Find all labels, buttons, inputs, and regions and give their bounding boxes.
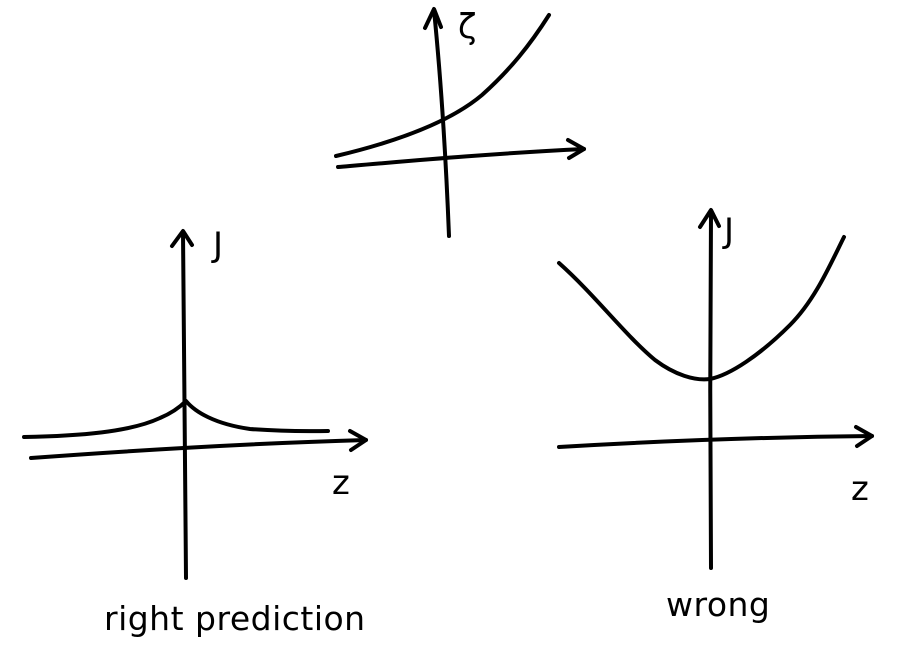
left-panel-curve (22, 399, 330, 439)
right-panel: J z wrong (557, 208, 874, 624)
top-panel: ζ (334, 7, 586, 238)
top-panel-y-axis-arrowhead (423, 7, 443, 30)
left-panel: J z right prediction (22, 225, 368, 638)
right-panel-x-axis (557, 434, 874, 449)
left-panel-x-axis (29, 438, 368, 460)
left-panel-x-axis-arrowhead (348, 429, 368, 452)
left-panel-y-axis-label: J (211, 225, 223, 265)
right-panel-y-axis-label: J (722, 211, 734, 251)
top-panel-curve (334, 13, 551, 158)
right-panel-y-axis-arrowhead (698, 208, 721, 229)
left-panel-x-axis-label: z (332, 463, 350, 503)
right-panel-y-axis (708, 210, 713, 570)
right-panel-x-axis-label: z (851, 469, 869, 509)
right-panel-x-axis-arrowhead (854, 425, 874, 448)
left-panel-caption: right prediction (104, 599, 366, 638)
top-panel-x-axis-arrowhead (566, 138, 586, 160)
top-panel-y-axis-label: ζ (458, 7, 477, 47)
left-panel-y-axis-arrowhead (170, 229, 194, 248)
top-panel-x-axis (336, 147, 586, 169)
right-panel-caption: wrong (666, 585, 770, 624)
right-panel-curve (557, 235, 846, 382)
